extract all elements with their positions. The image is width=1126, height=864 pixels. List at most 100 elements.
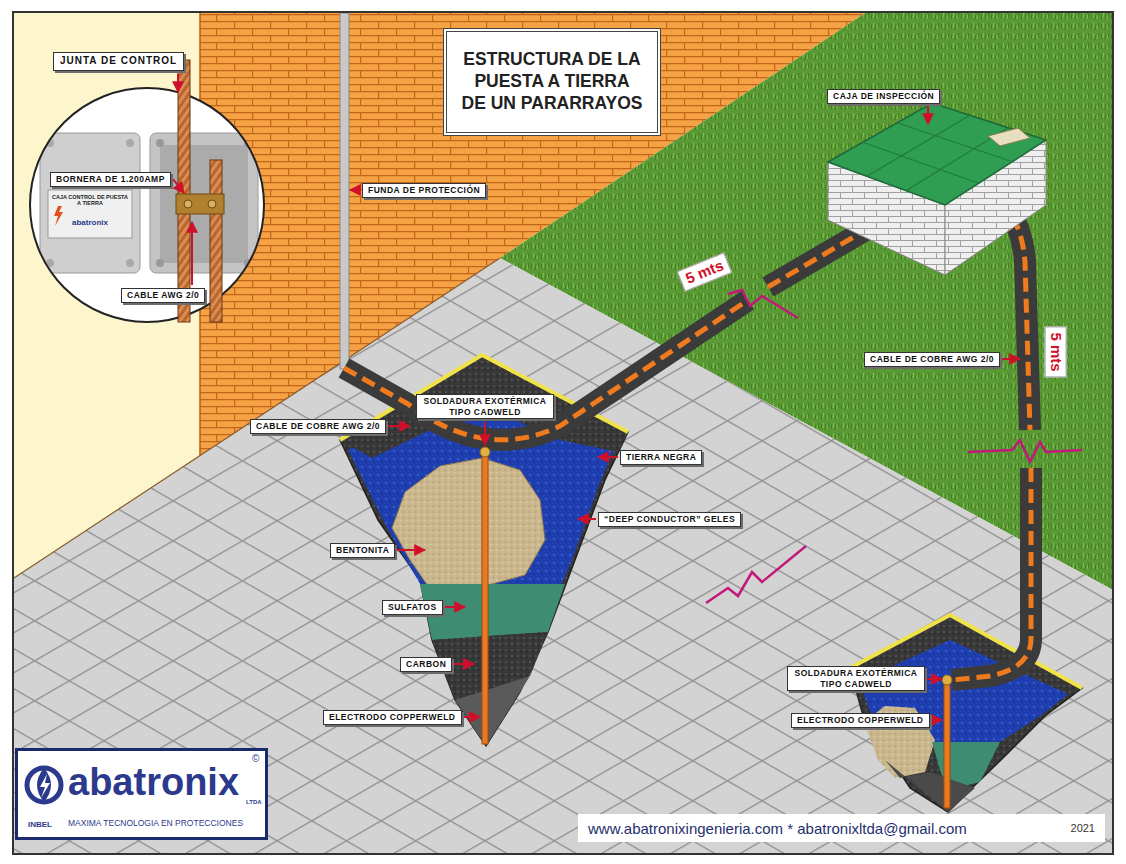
tag-text: CABLE AWG 2/0 — [127, 290, 199, 301]
logo-art — [15, 748, 268, 840]
callout-tag: JUNTA DE CONTROL — [53, 52, 184, 71]
inset-photo — [178, 60, 190, 322]
distance-tag: 5 mts — [1045, 326, 1067, 377]
tag-text: CAJA DE INSPECCIÓN — [833, 91, 934, 102]
tag-text: SOLDADURA EXOTÉRMICA TIPO CADWELD — [793, 668, 919, 689]
leader-arrows — [927, 106, 929, 124]
callout-tag: CABLE DE COBRE AWG 2/0 — [864, 352, 1000, 367]
tag-text: www.abatronixingenieria.com * abatronixl… — [588, 820, 967, 837]
left-pit — [392, 458, 545, 590]
tag-text: 5 mts — [1047, 332, 1065, 371]
inset-photo — [40, 133, 140, 273]
electrodes — [482, 452, 488, 744]
electrodes — [942, 675, 952, 685]
logo-text: MAXIMA TECNOLOGIA EN PROTECCIONES — [68, 819, 243, 828]
tag-text: BORNERA DE 1.200AMP — [56, 174, 165, 185]
leader-arrows — [598, 456, 618, 458]
background — [14, 13, 1113, 853]
electrodes — [480, 447, 952, 808]
logo-text: © — [252, 754, 259, 764]
tag-text: ELECTRODO COPPERWELD — [797, 715, 924, 726]
left-pit — [455, 676, 530, 746]
inset-photo — [184, 200, 192, 208]
tag-text: 2021 — [1071, 822, 1095, 834]
leader-arrows — [173, 179, 184, 193]
logo-text: INBEL — [28, 821, 52, 829]
callout-tag: CARBON — [400, 657, 452, 672]
leader-arrows — [397, 549, 425, 551]
inspection-box — [828, 103, 1046, 275]
inset-photo — [30, 88, 264, 322]
trench-cable — [344, 300, 748, 440]
leader-arrows — [484, 422, 486, 445]
break-marks — [706, 546, 806, 603]
tag-text: TIERRA NEGRA — [626, 452, 696, 463]
leader-arrows — [927, 678, 942, 680]
tag-text: ELECTRODO COPPERWELD — [329, 712, 456, 723]
tag-text: JUNTA DE CONTROL — [60, 55, 177, 68]
protection-sleeve — [340, 13, 349, 369]
logo-art — [15, 748, 268, 840]
break-marks — [968, 440, 1082, 462]
plate-label: CAJA CONTROL DE PUESTA A TIERRA — [52, 194, 128, 207]
inset-photo — [30, 88, 264, 322]
leader-arrows — [464, 716, 480, 718]
trench-cable — [344, 200, 1031, 680]
background — [14, 258, 1113, 853]
protection-sleeve — [340, 13, 349, 369]
inset-photo — [210, 160, 222, 322]
callout-tag: ELECTRODO COPPERWELD — [323, 710, 462, 725]
electrodes — [944, 680, 950, 808]
logo-art — [27, 768, 61, 802]
logo-art — [40, 774, 50, 798]
tag-text: BENTONITA — [336, 545, 389, 556]
title-box: ESTRUCTURA DE LA PUESTA A TIERRA DE UN P… — [443, 28, 661, 136]
leader-arrows — [177, 74, 179, 92]
leader-arrows — [578, 518, 596, 520]
tag-text: CARBON — [406, 659, 446, 670]
inset-photo — [176, 194, 224, 214]
plate-label: abatronix — [60, 218, 120, 227]
inset-photo — [150, 133, 258, 273]
break-marks — [706, 290, 1082, 603]
trench-cable — [1000, 200, 1030, 430]
callout-tag: SOLDADURA EXOTÉRMICA TIPO CADWELD — [787, 666, 925, 691]
callout-tag: CABLE AWG 2/0 — [121, 288, 205, 303]
callout-tag: CABLE DE COBRE AWG 2/0 — [250, 419, 386, 434]
inset-photo — [48, 190, 132, 238]
leader-arrows — [454, 663, 474, 665]
callout-tag: SULFATOS — [382, 600, 443, 615]
trench-cable — [1000, 200, 1030, 430]
tag-text: SOLDADURA EXOTÉRMICA TIPO CADWELD — [422, 396, 548, 417]
logo-text: abatronix — [68, 763, 239, 801]
logo-text: LTDA — [246, 799, 262, 805]
electrodes — [480, 447, 490, 457]
logo-art — [37, 768, 51, 802]
inset-photo — [208, 200, 216, 208]
leader-arrows — [932, 719, 942, 721]
tag-text: SULFATOS — [388, 602, 437, 613]
leader-arrows — [388, 425, 410, 427]
leader-arrows — [445, 606, 465, 608]
inset-photo — [126, 259, 134, 267]
logo-box: abatronix © LTDA INBEL MAXIMA TECNOLOGIA EN … — [15, 748, 268, 840]
trench-cable — [952, 468, 1031, 680]
break-marks — [728, 290, 798, 318]
inset-photo — [30, 60, 264, 322]
callout-tag: “DEEP CONDUCTOR” GELES — [598, 512, 741, 527]
callout-tag: TIERRA NEGRA — [620, 450, 702, 465]
title-text: ESTRUCTURA DE LA PUESTA A TIERRA DE UN P… — [462, 49, 643, 115]
callout-tag: ELECTRODO COPPERWELD — [791, 713, 930, 728]
tag-text: FUNDA DE PROTECCIÓN — [368, 185, 480, 196]
callout-tag: BORNERA DE 1.200AMP — [50, 172, 171, 187]
inspection-box — [828, 103, 1046, 205]
callout-tag: FUNDA DE PROTECCIÓN — [362, 183, 486, 198]
inset-photo — [40, 133, 258, 273]
footer-box: www.abatronixingenieria.com * abatronixl… — [578, 814, 1105, 842]
tag-text: CABLE DE COBRE AWG 2/0 — [870, 354, 994, 365]
callout-tag: CAJA DE INSPECCIÓN — [827, 89, 940, 104]
tag-text: CABLE DE COBRE AWG 2/0 — [256, 421, 380, 432]
inset-photo — [54, 206, 63, 226]
inset-photo — [156, 139, 164, 147]
